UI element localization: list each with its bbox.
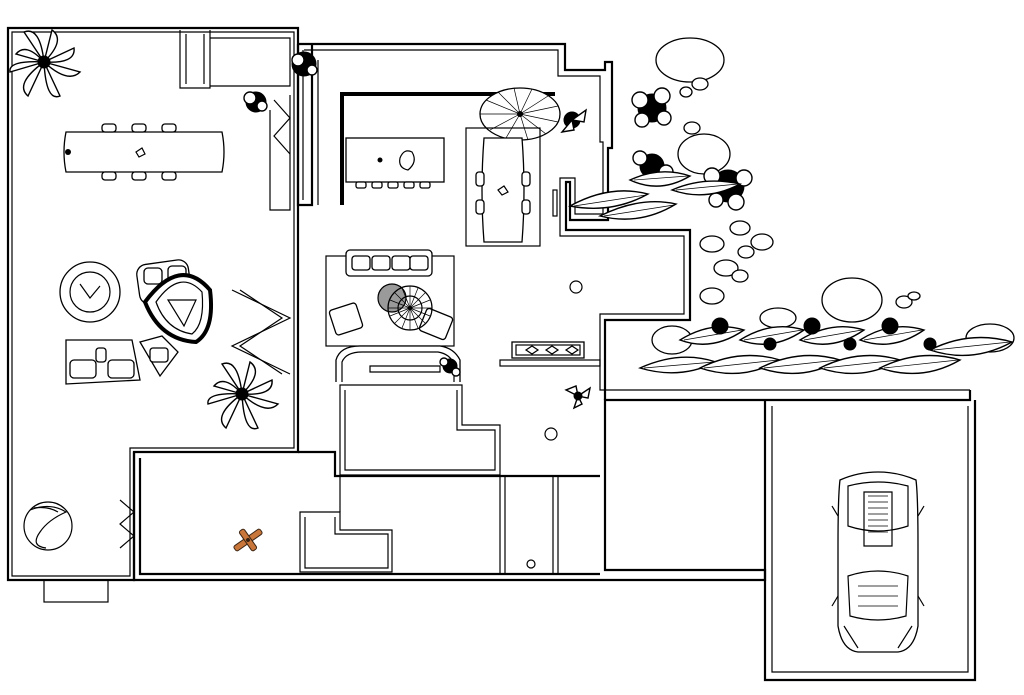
yin-yang-rug — [23, 501, 73, 551]
spiral-stair — [479, 87, 561, 141]
tree-icon — [9, 28, 82, 98]
range-hob — [499, 341, 601, 367]
rock-icon — [651, 37, 1015, 355]
potted-plant-icon — [439, 357, 461, 377]
tool-icon — [233, 528, 263, 552]
potted-plant-icon — [564, 385, 592, 410]
shrub-icon — [291, 51, 318, 77]
rounded-bench — [335, 345, 461, 382]
shrub-icon — [631, 87, 753, 211]
fern-row — [567, 171, 1014, 375]
exterior-walls — [6, 26, 977, 682]
tree-icon — [207, 360, 280, 430]
car-icon — [831, 471, 925, 653]
structural-zigzag — [119, 95, 292, 549]
living-area — [325, 249, 455, 347]
dining-table — [63, 123, 225, 181]
lounge-seating — [65, 259, 213, 385]
potted-plant-icon — [560, 108, 587, 134]
kitchen-island — [345, 137, 445, 189]
shrub-icon — [243, 91, 268, 113]
round-table — [59, 261, 121, 323]
dining-set — [465, 127, 558, 247]
